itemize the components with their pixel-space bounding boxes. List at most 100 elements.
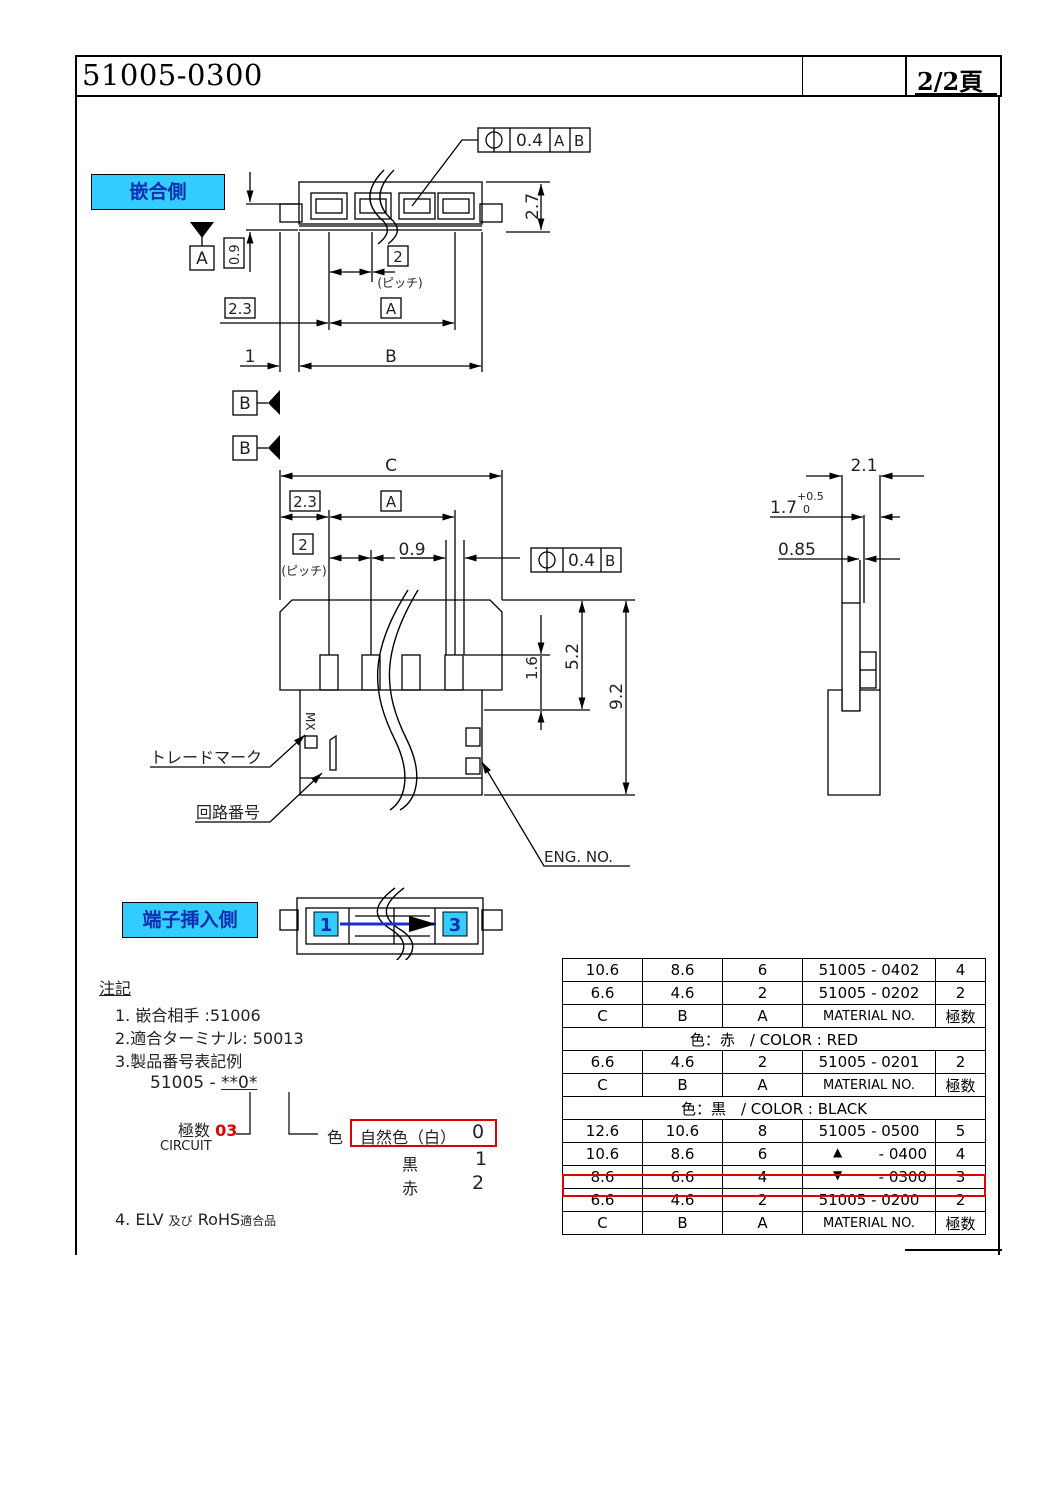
terminal-insertion-side-label: 端子挿入側: [122, 902, 258, 938]
technical-drawing: 1 3 0.4 A B 2.7 0.9 A 2 (ピッチ) A 2.3 1 B …: [150, 127, 924, 960]
table-header-cell: B: [642, 1004, 723, 1028]
table-row: 10.6 8.6 6 ▲ - 0400 4: [562, 1142, 986, 1166]
trademark-marking: MX: [303, 712, 317, 731]
table-cell: 5: [935, 1119, 986, 1143]
front-view: [150, 470, 635, 867]
color-option-name: 黒: [402, 1155, 419, 1174]
note-line-2: 2.適合ターミナル: 50013: [115, 1029, 304, 1048]
table-color-label: 色：黒 / COLOR : BLACK: [562, 1096, 986, 1120]
table-cell: 2: [935, 981, 986, 1005]
material-suffix: - 0400: [878, 1145, 927, 1163]
side-tol-minus: 0: [803, 503, 810, 516]
top-view: [189, 127, 591, 461]
table-cell: 8.6: [562, 1165, 643, 1189]
table-row: 6.6 4.6 2 51005 - 0200 2: [562, 1188, 986, 1212]
table-cell: 51005 - 0202: [802, 981, 936, 1005]
front-fcf-datum-b: B: [605, 552, 615, 570]
top-pitch-dim: 2: [393, 248, 403, 266]
table-header-cell: MATERIAL NO.: [802, 1073, 936, 1097]
table-cell: 2: [722, 1188, 803, 1212]
table-row: 6.6 4.6 2 51005 - 0202 2: [562, 981, 986, 1005]
note-line-3: 3.製品番号表記例: [115, 1052, 243, 1071]
selected-color-highlight: [350, 1119, 497, 1147]
offset-09-dim: 0.9: [228, 244, 243, 265]
title-divider: [802, 57, 803, 95]
circuit-label: 極数 03: [178, 1117, 237, 1141]
page-number: 2/2頁: [917, 67, 984, 96]
table-cell: 8: [722, 1119, 803, 1143]
material-table: 10.6 8.6 6 51005 - 0402 4 6.6 4.6 2 5100…: [562, 958, 986, 1235]
circuit-label-text: 極数: [178, 1121, 211, 1140]
selected-row-highlight: [562, 1174, 986, 1197]
notes-heading: 注記: [99, 979, 132, 998]
circuit-value: 03: [215, 1121, 238, 1140]
note-line-1: 1. 嵌合相手 :51006: [115, 1006, 261, 1025]
note-4-elv: 4. ELV: [115, 1210, 164, 1229]
note-line-4: 4. ELV 及び RoHS適合品: [115, 1210, 276, 1229]
table-header-row: C B A MATERIAL NO. 極数: [562, 1004, 986, 1028]
table-cell: 8.6: [642, 1142, 723, 1166]
table-color-label: 色：赤 / COLOR : RED: [562, 1027, 986, 1051]
table-cell: 2: [935, 1050, 986, 1074]
top-fcf-tolerance: 0.4: [516, 131, 543, 151]
table-header-cell: 極数: [935, 1073, 986, 1097]
table-cell: 10.6: [562, 1142, 643, 1166]
table-cell: 6.6: [562, 981, 643, 1005]
front-dim-9-2: 9.2: [607, 683, 627, 710]
table-row: 12.6 10.6 8 51005 - 0500 5: [562, 1119, 986, 1143]
color-option-code: 0: [472, 1121, 485, 1143]
table-cell: 6: [722, 958, 803, 982]
front-dim-1-6: 1.6: [523, 656, 541, 680]
table-color-row: 色：赤 / COLOR : RED: [562, 1027, 986, 1051]
table-cell: 8.6: [642, 958, 723, 982]
side-dim-1-7: 1.7: [770, 498, 797, 518]
part-number: 51005-0300: [82, 58, 263, 92]
table-cell: 3: [935, 1165, 986, 1189]
height-dim: 2.7: [523, 193, 543, 220]
table-header-cell: MATERIAL NO.: [802, 1211, 936, 1235]
table-cell: 6.6: [562, 1050, 643, 1074]
table-cell: 2: [722, 981, 803, 1005]
side-dim-0-85: 0.85: [778, 540, 816, 560]
circuit-no-label: 回路番号: [196, 803, 260, 822]
table-cell: 4: [935, 1142, 986, 1166]
table-cell: 4.6: [642, 1050, 723, 1074]
table-cell: 12.6: [562, 1119, 643, 1143]
table-cell: 6: [722, 1142, 803, 1166]
color-option-name: 赤: [402, 1179, 419, 1198]
top-pitch-label: (ピッチ): [377, 276, 422, 290]
note-4-rohs: RoHS: [197, 1210, 241, 1229]
table-header-row: C B A MATERIAL NO. 極数: [562, 1073, 986, 1097]
code-example-leaders: [236, 1092, 318, 1135]
table-cell: 51005 - 0500: [802, 1119, 936, 1143]
color-option-code: 2: [472, 1172, 485, 1194]
title-block: [75, 55, 1002, 97]
side-dim-2-1: 2.1: [850, 456, 877, 476]
eng-no-label: ENG. NO.: [544, 848, 613, 866]
table-cell: 6.6: [642, 1165, 723, 1189]
table-cell: 2: [935, 1188, 986, 1212]
note-4-and: 及び: [168, 1214, 193, 1228]
table-cell: 51005 - 0402: [802, 958, 936, 982]
front-dim-0-9: 0.9: [398, 540, 425, 560]
front-dim-c: C: [385, 456, 397, 476]
front-dim-2-3: 2.3: [293, 493, 317, 511]
trademark-label: トレードマーク: [150, 748, 262, 767]
side-tol-plus: +0.5: [797, 490, 824, 503]
table-cell: 51005 - 0201: [802, 1050, 936, 1074]
table-header-cell: C: [562, 1004, 643, 1028]
top-dim-a: A: [386, 300, 397, 318]
table-header-cell: A: [722, 1004, 803, 1028]
table-header-cell: A: [722, 1073, 803, 1097]
code-suffix: **0*: [221, 1073, 258, 1093]
same-as-above-arrow-up: ▲: [833, 1145, 843, 1159]
front-dim-a: A: [386, 493, 397, 511]
table-cell: 10.6: [562, 958, 643, 982]
circuit-english-label: CIRCUIT: [160, 1139, 212, 1154]
front-fcf-tolerance: 0.4: [568, 551, 595, 571]
top-fcf-datum-b: B: [574, 132, 584, 150]
table-header-cell: C: [562, 1073, 643, 1097]
top-dim-1: 1: [245, 347, 256, 367]
title-divider: [905, 57, 907, 95]
datum-a-label: A: [196, 249, 208, 269]
